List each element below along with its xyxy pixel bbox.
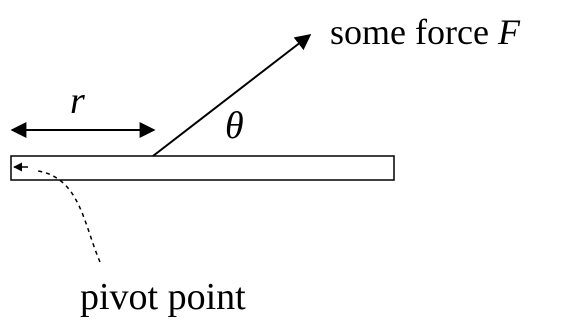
force-label: some force F — [330, 12, 521, 52]
angle-label: θ — [225, 105, 244, 147]
force-label-prefix: some force — [330, 12, 498, 52]
pivot-leader-line — [37, 170, 101, 263]
radius-label: r — [70, 80, 85, 122]
lever-bar — [10, 155, 395, 181]
pivot-label: pivot point — [80, 276, 246, 318]
force-vector-arrow — [152, 34, 312, 157]
force-label-symbol: F — [497, 12, 521, 52]
